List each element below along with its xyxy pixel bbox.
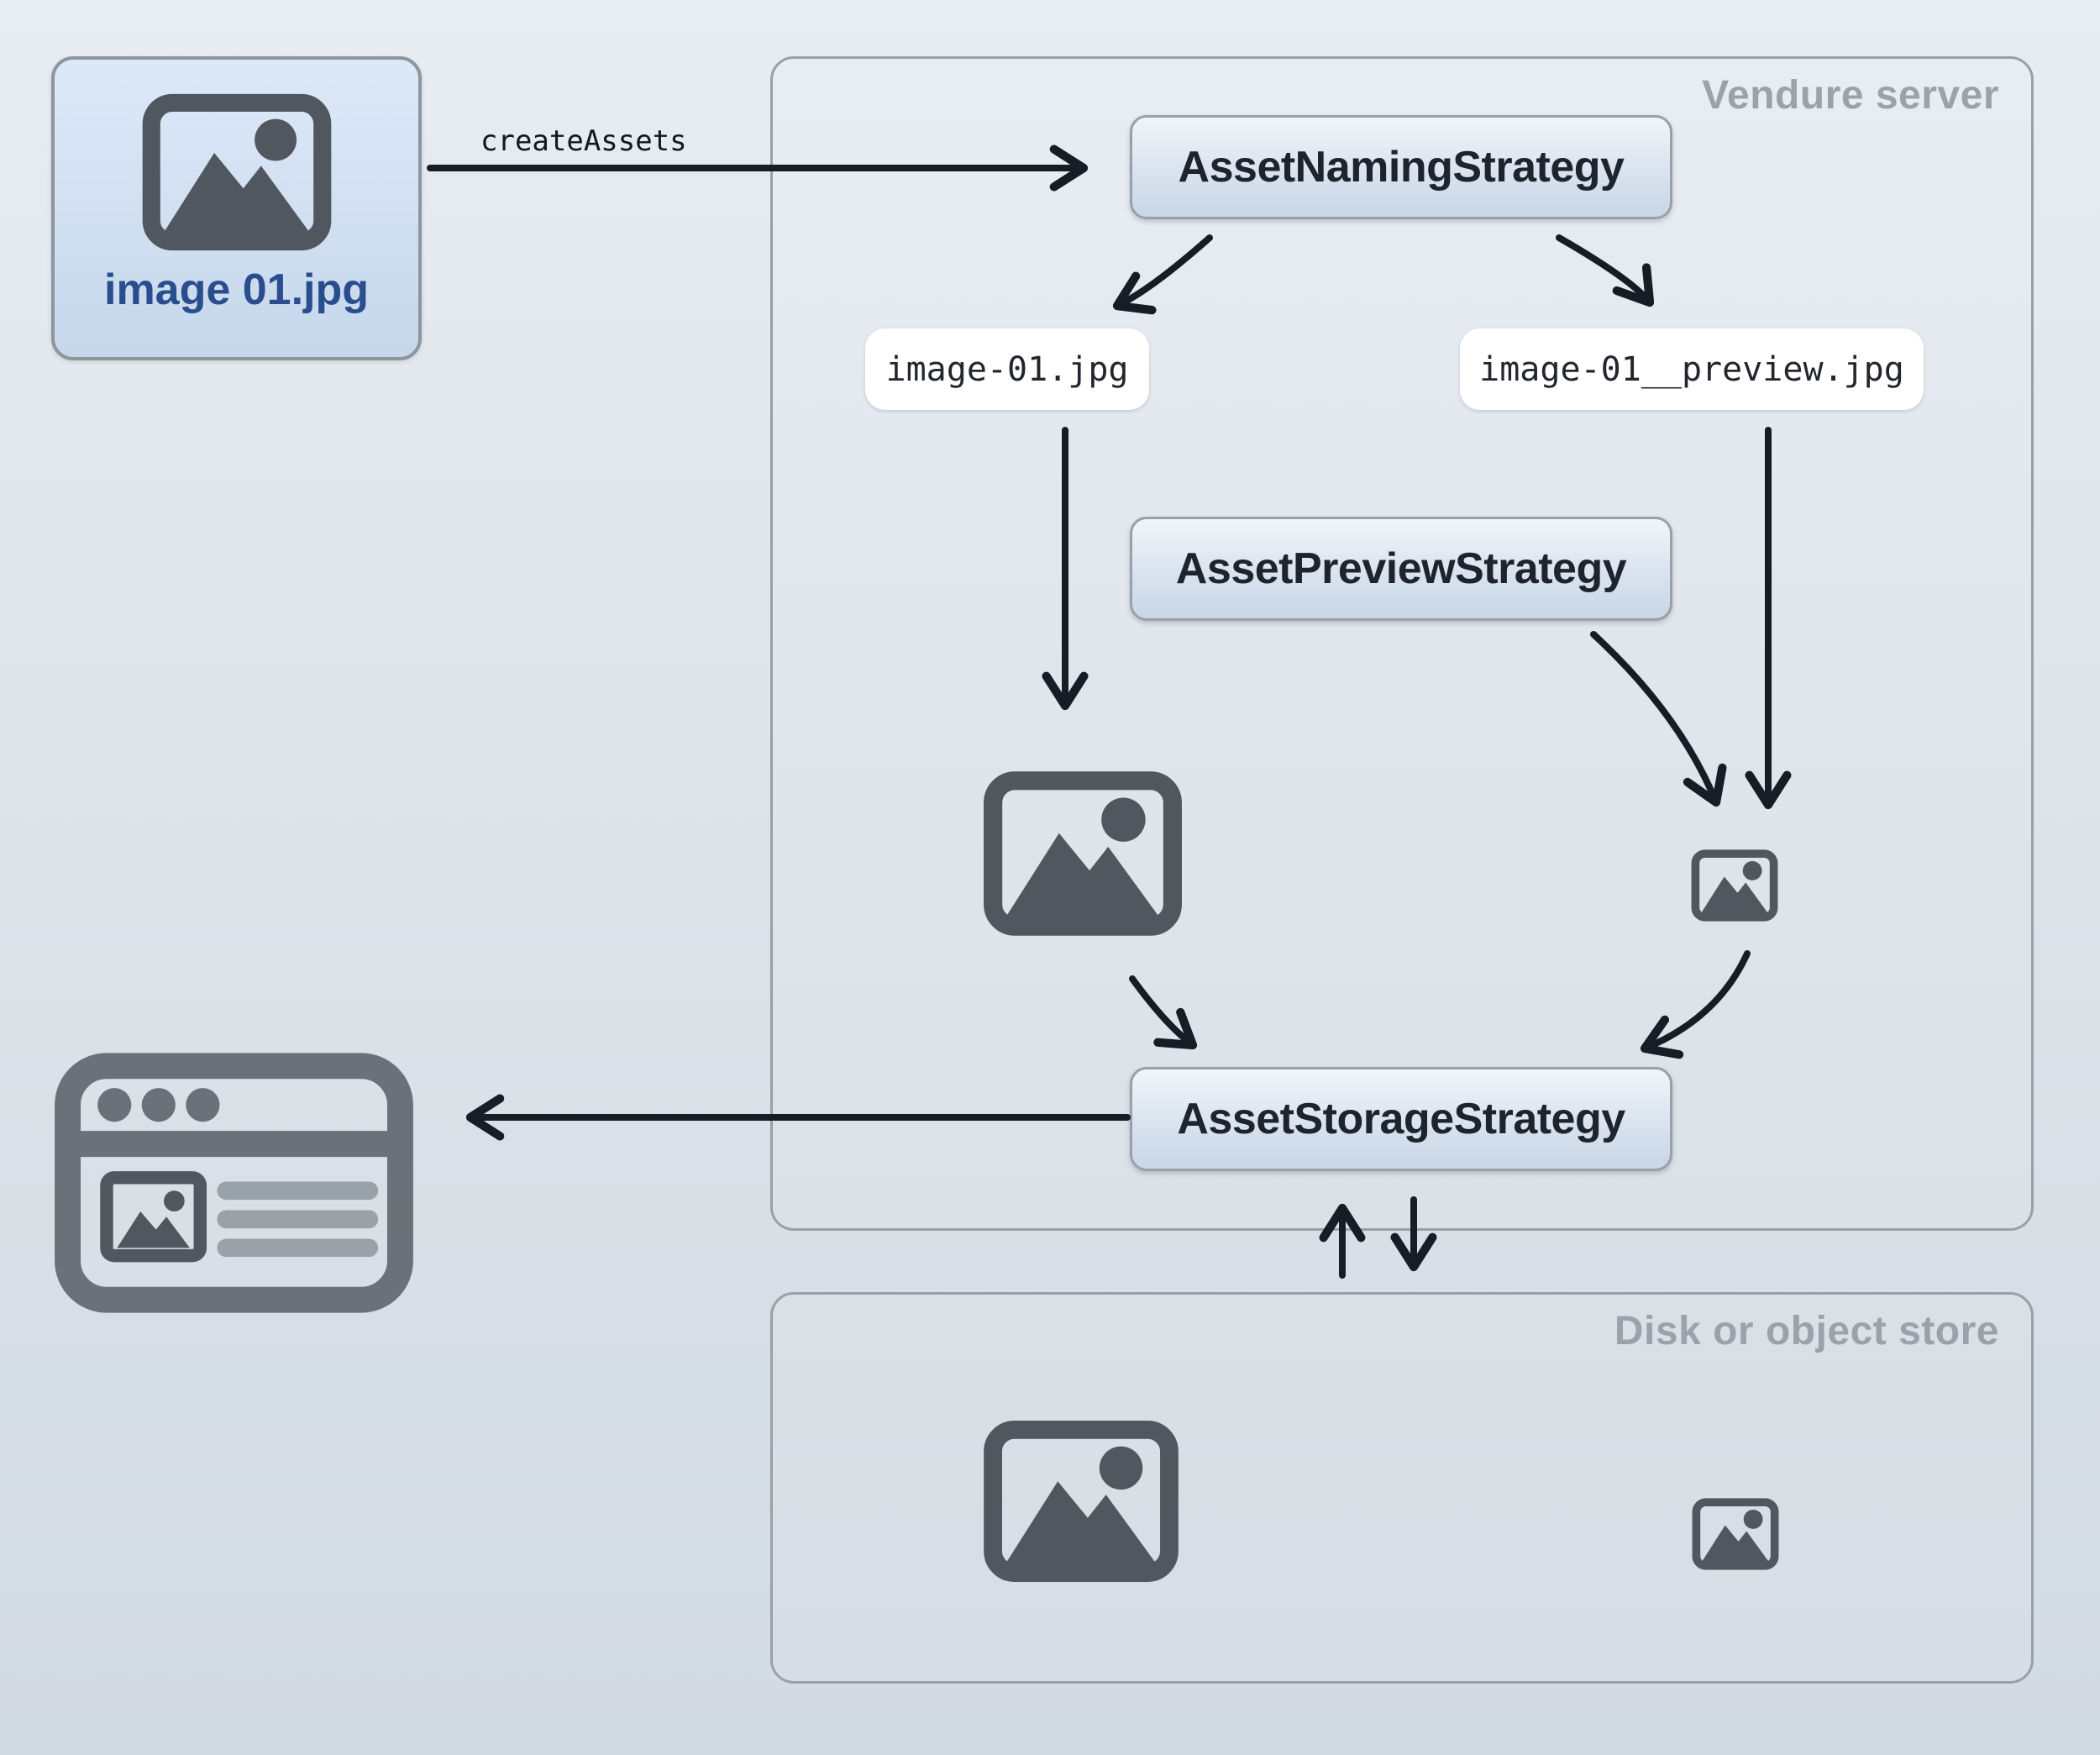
browser-thumbnail-image-icon xyxy=(100,1171,207,1263)
create-assets-label: createAssets xyxy=(480,124,687,158)
source-file-pill: image-01.jpg xyxy=(865,328,1149,410)
disk-source-image-icon xyxy=(981,1418,1181,1584)
browser-text-lines xyxy=(217,1181,379,1258)
asset-preview-strategy-button: AssetPreviewStrategy xyxy=(1130,517,1672,621)
disk-store-container: Disk or object store xyxy=(770,1292,2034,1684)
source-asset-filename: image 01.jpg xyxy=(104,265,369,314)
image-placeholder-icon xyxy=(139,92,334,253)
source-asset-box: image 01.jpg xyxy=(51,56,422,360)
vendure-server-container: Vendure server xyxy=(770,56,2034,1231)
stored-source-image-icon xyxy=(981,769,1184,938)
asset-storage-strategy-button: AssetStorageStrategy xyxy=(1130,1067,1672,1171)
vendure-server-title: Vendure server xyxy=(1702,73,1999,118)
preview-file-pill: image-01__preview.jpg xyxy=(1460,328,1924,410)
browser-window-icon xyxy=(52,1050,416,1316)
disk-preview-image-icon xyxy=(1691,1497,1780,1571)
disk-store-title: Disk or object store xyxy=(1614,1309,1999,1353)
stored-preview-image-icon xyxy=(1690,849,1779,922)
asset-naming-strategy-button: AssetNamingStrategy xyxy=(1130,115,1672,219)
